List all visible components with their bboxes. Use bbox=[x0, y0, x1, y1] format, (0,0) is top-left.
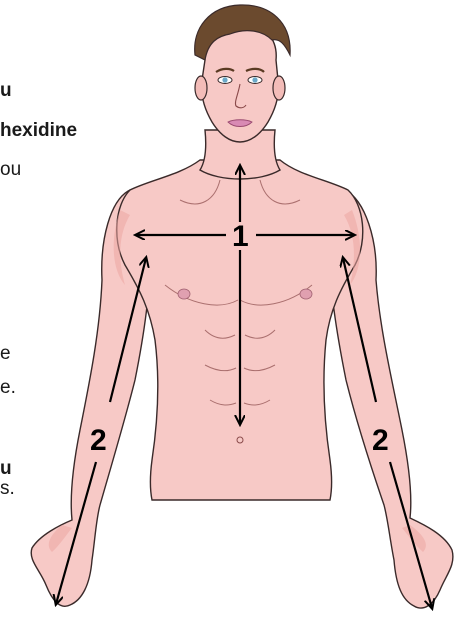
right-nipple bbox=[300, 289, 312, 299]
body-figure bbox=[31, 130, 453, 608]
step-label-right-arm: 2 bbox=[372, 424, 389, 457]
step-label-left-arm: 2 bbox=[90, 424, 107, 457]
step-label-chest: 1 bbox=[232, 220, 249, 253]
navel bbox=[237, 437, 243, 443]
right-ear bbox=[273, 76, 285, 100]
left-nipple bbox=[178, 289, 190, 299]
head bbox=[195, 5, 290, 142]
left-ear bbox=[195, 76, 207, 100]
